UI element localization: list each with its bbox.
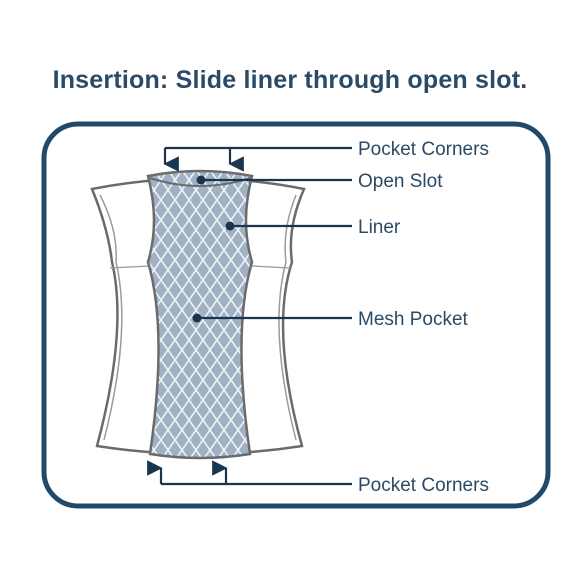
- left-wing-outline: [99, 194, 123, 441]
- liner-pointer: [225, 221, 352, 231]
- label-open-slot: Open Slot: [358, 171, 443, 192]
- diagram-frame: [41, 121, 551, 509]
- left-wing-seam: [109, 265, 151, 269]
- right-wing-seam: [251, 265, 291, 269]
- bottom-pocket-corners-pointer: [147, 460, 352, 486]
- mesh-pocket: [146, 169, 254, 460]
- open-slot-pointer: [196, 175, 352, 185]
- top-pocket-corners-pointer: [163, 146, 352, 172]
- right-wing-outline: [278, 194, 297, 441]
- label-pocket-corners-top: Pocket Corners: [358, 139, 489, 160]
- diagram-title: Insertion: Slide liner through open slot…: [52, 66, 528, 94]
- label-liner: Liner: [358, 217, 401, 238]
- label-mesh-pocket: Mesh Pocket: [358, 309, 469, 330]
- mesh-pocket-pointer: [192, 313, 352, 323]
- label-pocket-corners-bottom: Pocket Corners: [358, 475, 489, 496]
